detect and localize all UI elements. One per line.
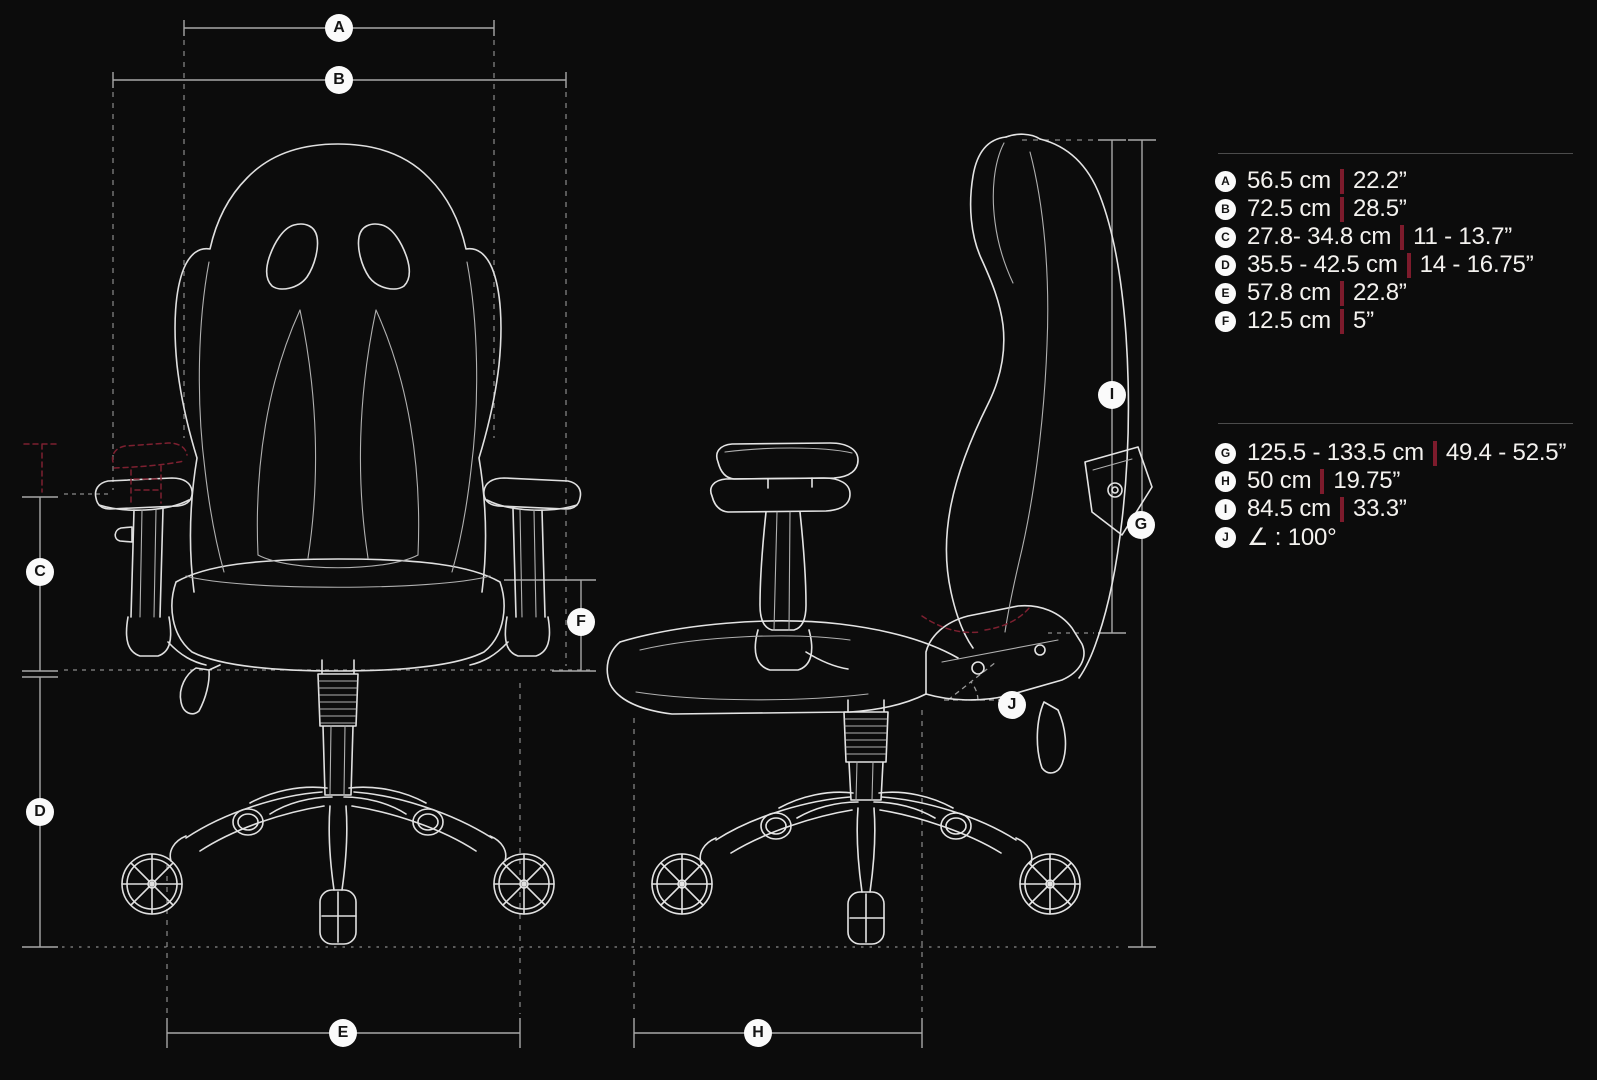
dimension-badge-I: I (1098, 381, 1126, 409)
side-mechanism (925, 604, 1085, 701)
legend-metric-value: 50 cm (1247, 467, 1312, 494)
legend-badge-D: D (1215, 254, 1236, 276)
side-armrest-pad (716, 442, 859, 480)
dimension-badge-G: G (1127, 511, 1155, 539)
legend-row-E: E 57.8 cm 22.8” (1215, 279, 1593, 307)
legend-imperial-value: 22.8” (1352, 279, 1407, 306)
legend-divider-top (1218, 153, 1573, 154)
legend-badge-B: B (1215, 198, 1236, 220)
legend-metric-value: 125.5 - 133.5 cm (1247, 439, 1424, 466)
legend-separator (1400, 224, 1405, 250)
legend-row-F: F 12.5 cm 5” (1215, 307, 1593, 335)
front-armrest-left-pad (94, 477, 193, 510)
legend-badge-A: A (1215, 170, 1236, 192)
front-seat (171, 558, 505, 672)
dimension-badge-E: E (329, 1019, 357, 1047)
legend-badge-J: J (1215, 526, 1236, 548)
legend-separator (1339, 280, 1344, 306)
legend-imperial-value: 28.5” (1352, 195, 1407, 222)
front-headrest-hole-right (357, 223, 411, 290)
legend-badge-H: H (1215, 470, 1236, 492)
side-wheel-left (651, 853, 713, 915)
legend-row-G: G 125.5 - 133.5 cm 49.4 - 52.5” (1215, 439, 1593, 467)
legend-metric-value: 27.8- 34.8 cm (1247, 223, 1392, 250)
guide-lines (62, 40, 1124, 1014)
legend-separator (1339, 496, 1344, 522)
legend-metric-value: ∠ : 100° (1247, 523, 1337, 551)
legend-imperial-value: 19.75” (1333, 467, 1401, 494)
dimension-badge-H: H (744, 1019, 772, 1047)
front-wheel-left (121, 853, 183, 915)
legend-imperial-value: 14 - 16.75” (1419, 251, 1534, 278)
front-lever (179, 664, 221, 715)
legend-row-A: A 56.5 cm 22.2” (1215, 167, 1593, 195)
front-base-arms (185, 786, 493, 891)
legend-separator (1339, 168, 1344, 194)
legend-metric-value: 12.5 cm (1247, 307, 1331, 334)
front-backrest (174, 143, 502, 593)
side-lever (1036, 701, 1067, 774)
dimension-badge-A: A (325, 14, 353, 42)
side-wheel-center (847, 891, 885, 945)
angle-annotation (944, 661, 1002, 701)
legend-separator (1406, 252, 1411, 278)
front-armrest-right-pad (483, 477, 582, 510)
side-backrest (945, 136, 1007, 649)
front-wheel-center (319, 889, 357, 945)
front-view-chair (94, 143, 582, 945)
legend-metric-value: 84.5 cm (1247, 495, 1331, 522)
legend-badge-I: I (1215, 498, 1236, 520)
legend-badge-C: C (1215, 226, 1236, 248)
legend-metric-value: 72.5 cm (1247, 195, 1331, 222)
dimension-badge-J: J (998, 691, 1026, 719)
side-wheel-right (1019, 853, 1081, 915)
dim-G (1128, 139, 1156, 948)
legend-separator (1432, 440, 1437, 466)
legend-badge-G: G (1215, 442, 1236, 464)
side-armrest-post (759, 511, 807, 631)
legend-imperial-value: 33.3” (1352, 495, 1407, 522)
dimension-lines (22, 20, 1156, 1048)
legend-metric-value: 57.8 cm (1247, 279, 1331, 306)
side-gas-lift (843, 699, 889, 801)
legend-row-B: B 72.5 cm 28.5” (1215, 195, 1593, 223)
side-seat (619, 620, 959, 659)
dimension-badge-F: F (567, 608, 595, 636)
legend-metric-value: 35.5 - 42.5 cm (1247, 251, 1398, 278)
armrest-raised-indicator (23, 442, 188, 506)
legend-imperial-value: 22.2” (1352, 167, 1407, 194)
legend-divider-bottom (1218, 423, 1573, 424)
legend-imperial-value: 11 - 13.7” (1413, 223, 1513, 250)
legend-group-1: A 56.5 cm 22.2” B 72.5 cm 28.5” C 27.8- 34.8 cm… (1215, 167, 1593, 335)
recline-indicator (921, 606, 1031, 634)
legend-imperial-value: 5” (1352, 307, 1374, 334)
dimension-badge-B: B (325, 66, 353, 94)
legend-separator (1339, 196, 1344, 222)
legend-badge-F: F (1215, 310, 1236, 332)
legend-row-D: D 35.5 - 42.5 cm 14 - 16.75” (1215, 251, 1593, 279)
side-base-arms (715, 791, 1017, 893)
legend-row-H: H 50 cm 19.75” (1215, 467, 1593, 495)
front-gas-lift (317, 659, 359, 796)
legend-separator (1320, 468, 1325, 494)
legend-metric-value: 56.5 cm (1247, 167, 1331, 194)
legend-group-2: G 125.5 - 133.5 cm 49.4 - 52.5” H 50 cm 19.75… (1215, 439, 1593, 551)
legend-row-J: J ∠ : 100° (1215, 523, 1593, 551)
front-headrest-hole-left (265, 223, 319, 290)
dim-C (22, 496, 58, 678)
legend-badge-E: E (1215, 282, 1236, 304)
side-view-chair (606, 133, 1153, 945)
legend-row-C: C 27.8- 34.8 cm 11 - 13.7” (1215, 223, 1593, 251)
legend-imperial-value: 49.4 - 52.5” (1445, 439, 1567, 466)
dimension-badge-C: C (26, 558, 54, 586)
dimension-badge-D: D (26, 798, 54, 826)
dim-H (633, 1018, 923, 1048)
legend-separator (1339, 308, 1344, 334)
front-wheel-right (493, 853, 555, 915)
legend-row-I: I 84.5 cm 33.3” (1215, 495, 1593, 523)
